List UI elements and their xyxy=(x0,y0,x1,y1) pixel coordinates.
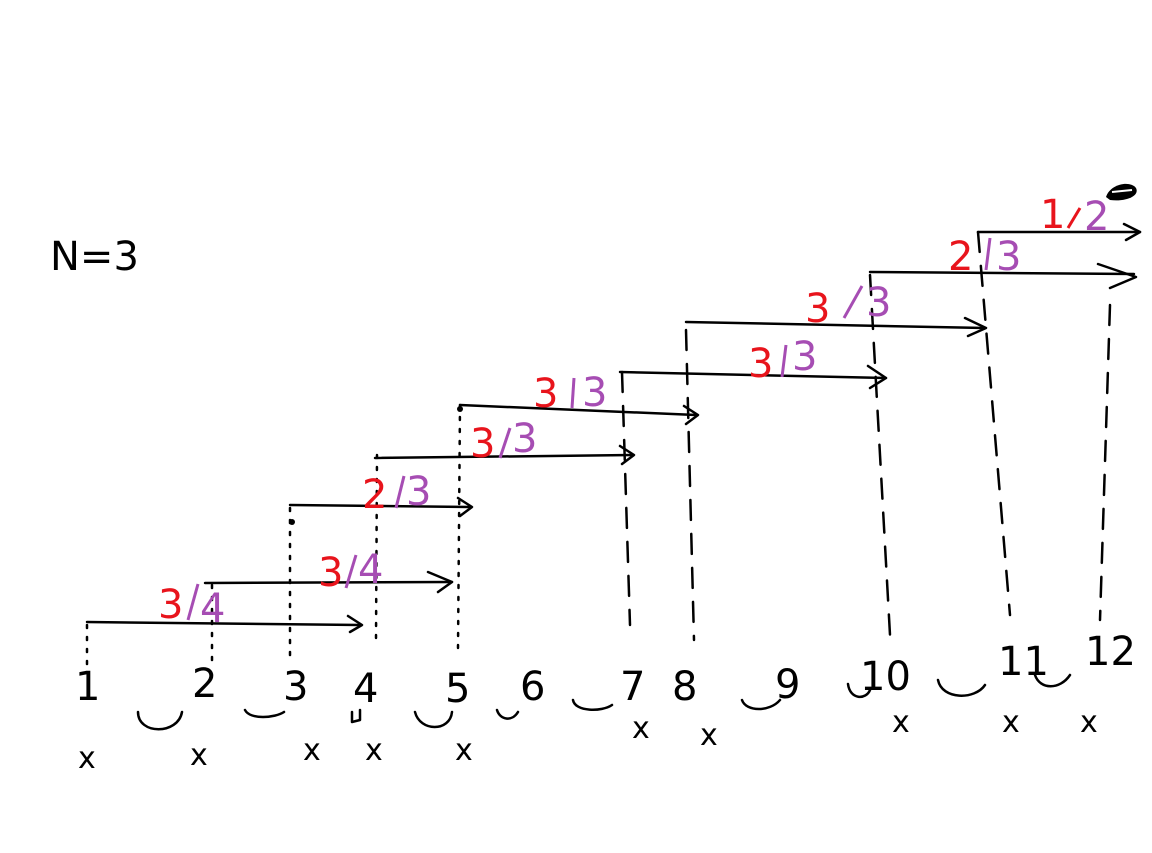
fraction-denominator: 3 xyxy=(512,416,537,462)
number-label: 7 xyxy=(620,664,645,710)
x-marks: x x x x x x x x x x xyxy=(78,705,1098,776)
fraction-denominator: 3 xyxy=(582,370,607,416)
number-label: 5 xyxy=(445,666,470,712)
fraction-numerator: 3 xyxy=(533,371,558,417)
fraction-label: 3 3 xyxy=(470,416,537,467)
fraction-label: 3 4 xyxy=(318,547,383,596)
number-row: 1 2 3 4 5 6 7 8 9 10 11 12 xyxy=(75,629,1136,712)
start-dot xyxy=(457,406,463,412)
x-mark: x xyxy=(455,733,473,768)
span-arrow xyxy=(85,614,364,634)
fraction-labels: 3 4 3 4 2 3 3 3 3 3 3 3 3 xyxy=(158,192,1109,632)
fraction-denominator: 2 xyxy=(1084,194,1109,240)
number-label: 1 xyxy=(75,664,100,710)
number-label: 6 xyxy=(520,664,545,710)
n-label: N=3 xyxy=(50,234,139,280)
start-dot xyxy=(289,519,295,525)
fraction-denominator: 3 xyxy=(866,280,891,326)
x-mark: x xyxy=(700,718,718,753)
span-arrow xyxy=(373,444,636,466)
x-mark: x xyxy=(190,738,208,773)
fraction-denominator: 4 xyxy=(200,586,225,632)
fraction-label: 2 3 xyxy=(948,234,1021,280)
fraction-numerator: 3 xyxy=(470,421,495,467)
guide-lines xyxy=(85,230,1112,672)
span-arrow xyxy=(458,403,700,426)
scribble-icon xyxy=(1106,183,1137,201)
fraction-label: 3 3 xyxy=(533,370,607,417)
span-arrow xyxy=(684,316,988,338)
fraction-denominator: 3 xyxy=(406,469,431,515)
number-label: 12 xyxy=(1085,629,1136,675)
connector-curves xyxy=(136,673,1072,731)
span-arrows xyxy=(85,222,1142,634)
fraction-denominator: 4 xyxy=(358,547,383,593)
fraction-numerator: 3 xyxy=(748,341,773,387)
fraction-label: 3 3 xyxy=(805,280,891,332)
number-label: 4 xyxy=(353,666,378,712)
number-label: 2 xyxy=(192,661,217,707)
span-arrow xyxy=(868,262,1138,290)
x-mark: x xyxy=(78,741,96,776)
number-label: 3 xyxy=(283,664,308,710)
span-arrow xyxy=(203,570,454,594)
fraction-label: 1 2 xyxy=(1040,192,1109,240)
x-mark: x xyxy=(632,711,650,746)
number-label: 11 xyxy=(998,639,1049,685)
span-arrow xyxy=(976,222,1142,242)
fraction-numerator: 3 xyxy=(805,286,830,332)
span-arrow xyxy=(288,496,474,518)
fraction-numerator: 3 xyxy=(318,550,343,596)
fraction-numerator: 2 xyxy=(362,472,387,518)
fraction-label: 3 4 xyxy=(158,582,225,632)
x-mark: x xyxy=(303,733,321,768)
x-mark: x xyxy=(1080,705,1098,740)
fraction-numerator: 1 xyxy=(1040,192,1065,238)
fraction-label: 3 3 xyxy=(748,334,817,387)
x-mark: x xyxy=(365,733,383,768)
fraction-denominator: 3 xyxy=(792,334,817,380)
span-arrow xyxy=(618,364,888,390)
fraction-numerator: 3 xyxy=(158,582,183,628)
number-label: 8 xyxy=(672,664,697,710)
fraction-denominator: 3 xyxy=(996,234,1021,280)
x-mark: x xyxy=(1002,705,1020,740)
fraction-numerator: 2 xyxy=(948,234,973,280)
x-mark: x xyxy=(892,705,910,740)
fraction-label: 2 3 xyxy=(362,469,431,518)
